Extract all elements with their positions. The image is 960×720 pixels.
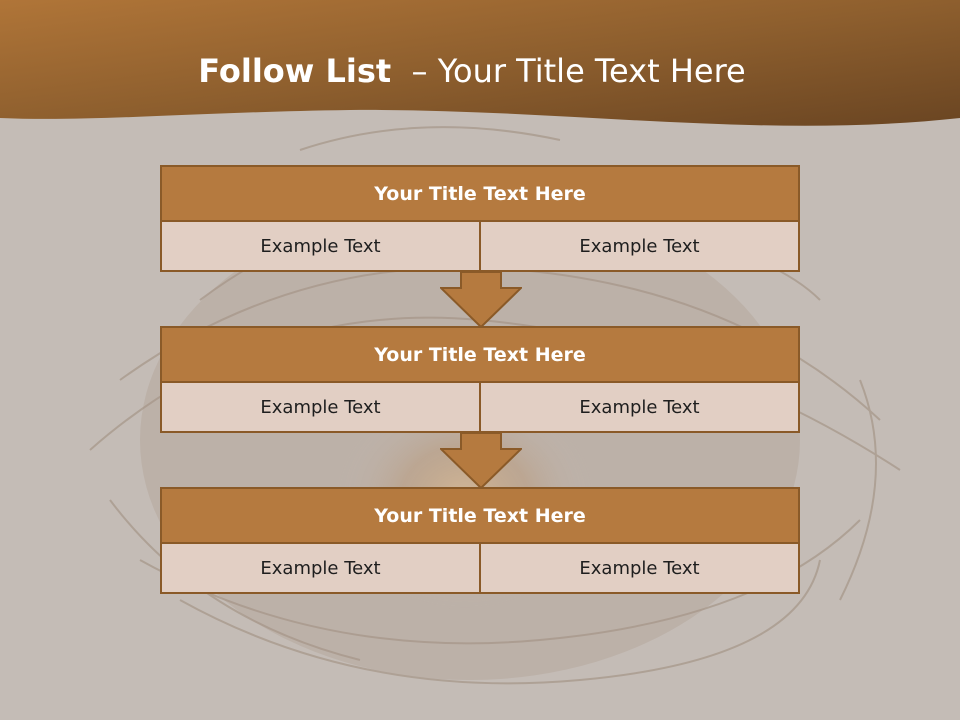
step-block-2: Your Title Text Here Example Text Exampl… (160, 326, 800, 433)
step-row-1: Example Text Example Text (160, 222, 800, 272)
step-2-right-text: Example Text (479, 383, 798, 431)
step-1-left-text: Example Text (260, 235, 381, 257)
step-1-right-text: Example Text (479, 222, 798, 270)
step-row-2: Example Text Example Text (160, 383, 800, 433)
step-row-3: Example Text Example Text (160, 544, 800, 594)
step-3-right-text: Example Text (479, 544, 798, 592)
slide-title-strong: Follow List (198, 52, 392, 90)
slide-title: Follow List – Your Title Text Here (0, 52, 944, 90)
step-title-1: Your Title Text Here (160, 165, 800, 222)
header-band (0, 0, 960, 126)
step-title-3: Your Title Text Here (160, 487, 800, 544)
down-arrow-icon (440, 432, 522, 490)
step-2-left-text: Example Text (260, 396, 381, 418)
step-3-left-text: Example Text (260, 557, 381, 579)
step-title-2: Your Title Text Here (160, 326, 800, 383)
step-block-1: Your Title Text Here Example Text Exampl… (160, 165, 800, 272)
step-block-3: Your Title Text Here Example Text Exampl… (160, 487, 800, 594)
slide-title-rest: – Your Title Text Here (411, 52, 746, 90)
down-arrow-icon (440, 271, 522, 329)
